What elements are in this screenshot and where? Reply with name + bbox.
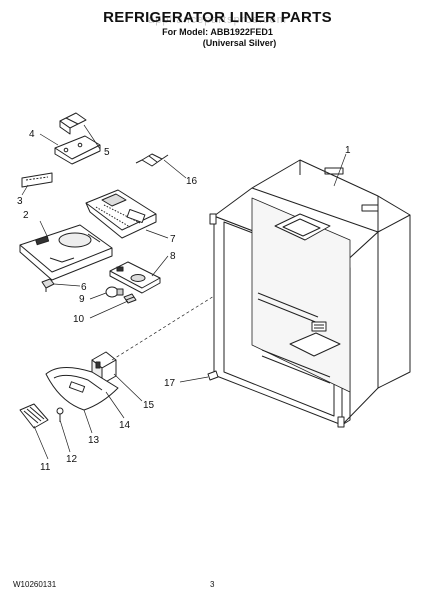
- callout-13: 13: [88, 435, 100, 446]
- leader-lines: [21, 124, 347, 460]
- liner-assembly: [209, 159, 411, 428]
- callout-11: 11: [40, 462, 51, 473]
- part-5-bracket: [59, 112, 87, 135]
- part-11-grille: [19, 403, 49, 429]
- document-number: W10260131: [13, 580, 57, 589]
- variant-line: (Universal Silver): [202, 38, 277, 48]
- part-14-end-cap: [45, 367, 119, 411]
- part-17-fastener: [207, 370, 219, 381]
- model-line: For Model: ABB1922FED1: [162, 27, 273, 37]
- part-4-bracket: [54, 135, 101, 165]
- callout-17: 17: [164, 378, 176, 389]
- callout-4: 4: [29, 129, 35, 140]
- part-3-label-strip: [21, 172, 53, 188]
- watermark: appliancepartspros.com: [148, 14, 287, 26]
- part-10-socket: [123, 293, 137, 304]
- callout-labels: 1 2 3 4 5 6 7 8 9 10 11 12 13 14 15 16 1…: [17, 129, 351, 473]
- part-6-clip: [41, 278, 55, 292]
- callout-5: 5: [104, 147, 110, 158]
- callout-1: 1: [345, 145, 351, 156]
- part-12-screw: [56, 407, 64, 422]
- part-16-cylinder: [135, 153, 169, 167]
- callout-2: 2: [23, 210, 29, 221]
- callout-16: 16: [186, 176, 198, 187]
- callout-7: 7: [170, 234, 176, 245]
- callout-15: 15: [143, 400, 155, 411]
- part-9-bulb: [105, 286, 124, 298]
- callout-9: 9: [79, 294, 85, 305]
- callout-14: 14: [119, 420, 131, 431]
- callout-8: 8: [170, 251, 176, 262]
- page-number: 3: [210, 580, 215, 589]
- part-2-control-housing: [19, 224, 113, 281]
- callout-3: 3: [17, 196, 23, 207]
- callout-10: 10: [73, 314, 85, 325]
- callout-12: 12: [66, 454, 78, 465]
- page-title: REFRIGERATOR LINER PARTS: [103, 9, 332, 26]
- callout-6: 6: [81, 282, 87, 293]
- part-7-cover: [85, 189, 157, 239]
- part-8-light-module: [109, 261, 161, 294]
